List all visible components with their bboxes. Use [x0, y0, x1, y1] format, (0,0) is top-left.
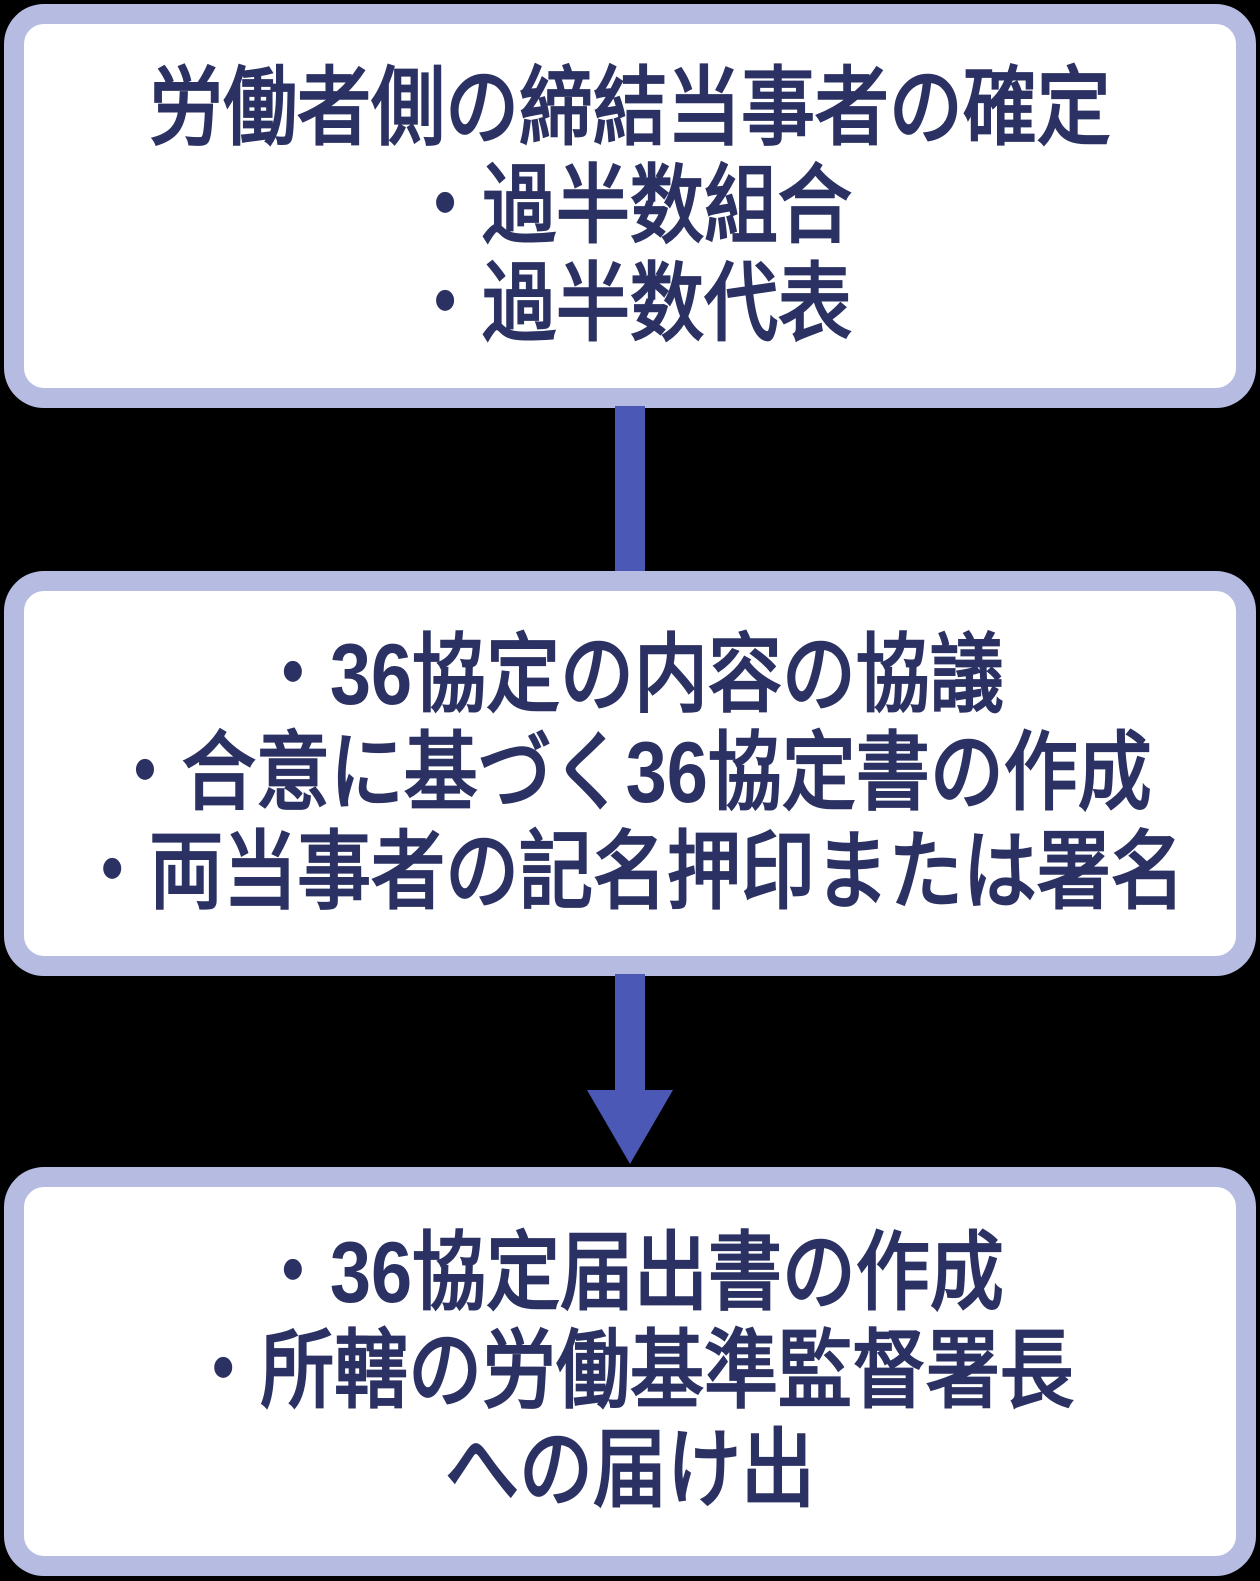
connector-line: [615, 406, 645, 573]
down-arrow-stem: [615, 974, 645, 1092]
step-1-title: 労働者側の締結当事者の確定: [149, 59, 1111, 156]
flow-step-2: ・36協定の内容の協議 ・合意に基づく36協定書の作成 ・両当事者の記名押印また…: [4, 571, 1256, 976]
step-2-bullet-2: ・合意に基づく36協定書の作成: [108, 725, 1152, 822]
step-3-bullet-1: ・36協定届出書の作成: [256, 1225, 1004, 1322]
flow-step-1: 労働者側の締結当事者の確定 ・過半数組合 ・過半数代表: [4, 4, 1256, 408]
step-1-bullet-2: ・過半数代表: [408, 256, 852, 353]
step-2-bullet-3: ・両当事者の記名押印または署名: [75, 823, 1185, 920]
down-arrow-icon: [587, 1090, 673, 1164]
flow-step-3: ・36協定届出書の作成 ・所轄の労働基準監督署長 への届け出: [4, 1167, 1256, 1576]
step-3-bullet-2: ・所轄の労働基準監督署長: [186, 1323, 1074, 1420]
step-3-bullet-2-cont: への届け出: [445, 1421, 815, 1518]
step-2-bullet-1: ・36協定の内容の協議: [256, 627, 1004, 724]
step-1-bullet-1: ・過半数組合: [408, 157, 852, 254]
